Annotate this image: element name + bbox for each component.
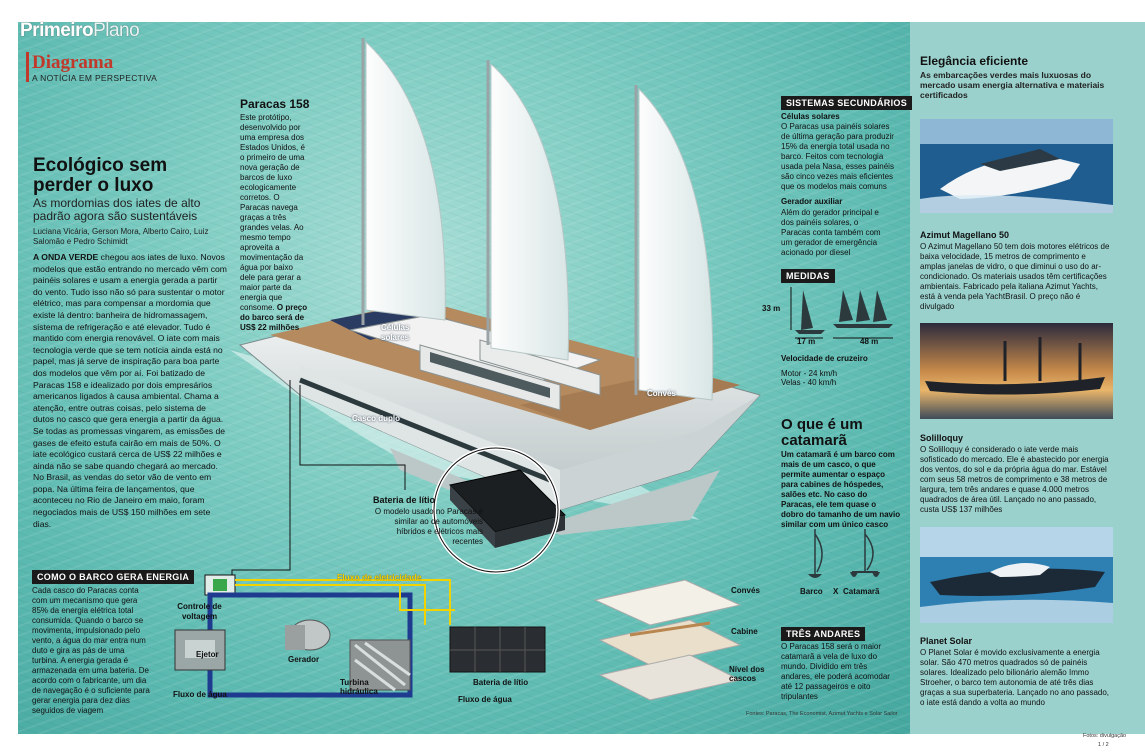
photo-planet-solar bbox=[920, 527, 1113, 623]
azimut-title: Azimut Magellano 50 bbox=[920, 230, 1010, 240]
energy-text: Cada casco do Paracas conta com um mecan… bbox=[32, 586, 150, 715]
secondary-label: SISTEMAS SECUNDÁRIOS bbox=[781, 96, 913, 110]
generator-text: Além do gerador principal e dos painéis … bbox=[781, 208, 881, 257]
boat-label-solar: Células solares bbox=[381, 323, 410, 342]
compare-x: X bbox=[833, 587, 839, 596]
generator-title: Gerador auxiliar bbox=[781, 197, 843, 206]
energy-battery-label: Bateria de lítio bbox=[473, 678, 529, 687]
floors-text: O Paracas 158 será o maior catamarã a ve… bbox=[781, 642, 890, 701]
speed-motor: Motor - 24 km/h bbox=[781, 369, 838, 378]
energy-label: COMO O BARCO GERA ENERGIA bbox=[32, 570, 195, 584]
battery-text: O modelo usado no Paracas é similar ao d… bbox=[374, 507, 483, 546]
sidebar-deck: As embarcações verdes mais luxuosas do m… bbox=[920, 70, 1105, 100]
section-title: Diagrama bbox=[32, 52, 114, 73]
deck: As mordomias dos iates de alto padrão ag… bbox=[33, 196, 201, 223]
catamaran-compare bbox=[808, 529, 880, 578]
planet-solar-text: O Planet Solar é movido exclusivamente a… bbox=[920, 648, 1110, 707]
solar-title: Células solares bbox=[781, 112, 840, 121]
solilloquy-text: O Solilloquy é considerado o iate verde … bbox=[920, 445, 1109, 514]
measures-diagram bbox=[790, 287, 893, 339]
solar-text: O Paracas usa painéis solares de última … bbox=[781, 122, 894, 191]
catamaran-text: Um catamarã é um barco com mais de um ca… bbox=[781, 450, 901, 529]
compare-boat: Barco bbox=[800, 587, 823, 596]
solilloquy-title: Solilloquy bbox=[920, 433, 964, 443]
paracas-title: Paracas 158 bbox=[240, 97, 310, 111]
measure-length: 48 m bbox=[860, 337, 879, 346]
photos-credit: Fotos: divulgação bbox=[1083, 733, 1127, 739]
catamaran-title: O que é um catamarã bbox=[781, 416, 863, 449]
battery-title: Bateria de lítio bbox=[373, 495, 436, 505]
turbine-label: Turbina hidráulica bbox=[340, 678, 378, 696]
speed-sails: Velas - 40 km/h bbox=[781, 378, 837, 387]
compare-catamaran: Catamarã bbox=[843, 587, 880, 596]
brand-logo: PrimeiroPlano bbox=[20, 20, 140, 41]
article-lead: A ONDA VERDE bbox=[33, 252, 99, 262]
byline: Luciana Vicária, Gerson Mora, Alberto Ca… bbox=[33, 227, 209, 246]
floor-label-cabin: Cabine bbox=[731, 627, 758, 636]
measure-height: 33 m bbox=[762, 304, 781, 313]
sources-credit: Fontes: Paracas, The Economist, Azimut Y… bbox=[746, 711, 898, 717]
floor-label-deck: Convés bbox=[731, 586, 760, 595]
headline: Ecológico sem perder o luxo bbox=[33, 155, 168, 196]
photo-azimut bbox=[920, 119, 1113, 213]
article-body: A ONDA VERDE chegou aos iates de luxo. N… bbox=[33, 252, 228, 530]
measure-width: 17 m bbox=[797, 337, 816, 346]
photo-solilloquy bbox=[920, 323, 1113, 419]
ejector-label: Ejetor bbox=[196, 650, 219, 659]
voltage-control-label: Controle de voltagem bbox=[177, 602, 222, 621]
energy-diagram bbox=[174, 574, 546, 698]
section-rule bbox=[26, 52, 29, 82]
floors-label: TRÊS ANDARES bbox=[781, 627, 866, 641]
floor-label-hulls: Nível dos cascos bbox=[729, 665, 765, 683]
planet-solar-title: Planet Solar bbox=[920, 636, 973, 646]
section-subtitle: A NOTÍCIA EM PERSPECTIVA bbox=[32, 73, 158, 83]
boat-label-hull: Casco duplo bbox=[352, 414, 401, 423]
generator-label: Gerador bbox=[288, 655, 320, 664]
paracas-text: Este protótipo, desenvolvido por uma emp… bbox=[240, 113, 308, 332]
azimut-text: O Azimut Magellano 50 tem dois motores e… bbox=[920, 242, 1110, 311]
boat-label-deck: Convés bbox=[647, 389, 676, 398]
article-text: chegou aos iates de luxo. Novos modelos … bbox=[33, 252, 227, 529]
water-flow-label-2: Fluxo de água bbox=[458, 695, 512, 704]
sidebar-title: Elegância eficiente bbox=[920, 54, 1029, 68]
water-flow-label-1: Fluxo de água bbox=[173, 690, 227, 699]
page-code: 1 / 2 bbox=[1098, 742, 1109, 748]
flow-electricity-label: Fluxo de eletricidade bbox=[337, 572, 422, 582]
floors-diagram bbox=[593, 579, 742, 701]
speed-title: Velocidade de cruzeiro bbox=[781, 354, 868, 363]
measures-label: MEDIDAS bbox=[781, 269, 835, 283]
